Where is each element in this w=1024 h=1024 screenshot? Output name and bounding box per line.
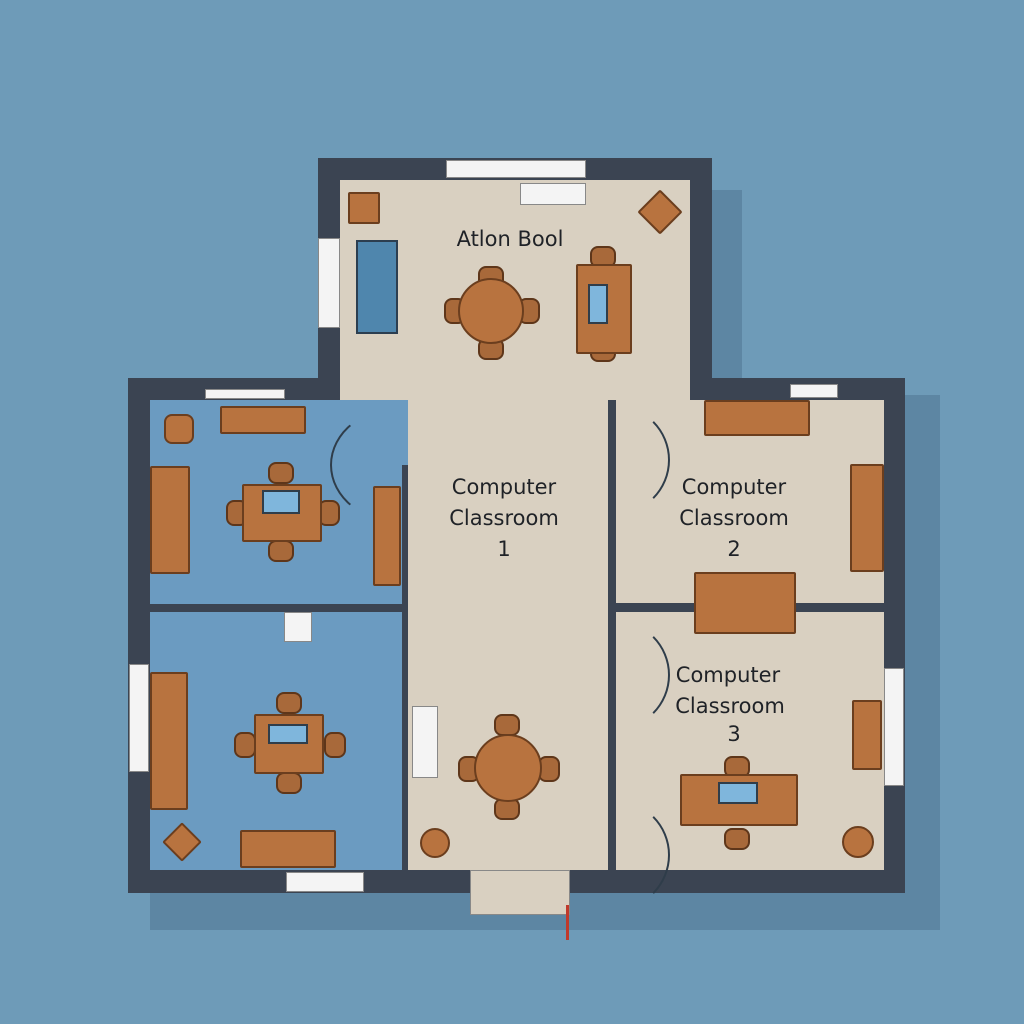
classroom-3-label-line2: Classroom <box>675 694 785 718</box>
classroom-3-label-line3: 3 <box>727 722 741 746</box>
stool <box>842 826 874 858</box>
shelf <box>412 706 438 778</box>
classroom-3-label-line1: Computer <box>675 663 781 687</box>
computer-desk <box>254 714 324 774</box>
shelf <box>704 400 810 436</box>
monitor-icon <box>268 724 308 744</box>
building-shadow <box>905 395 940 930</box>
chair <box>324 732 346 758</box>
classroom-1-label-line1: Computer <box>451 475 557 499</box>
chair <box>494 714 520 736</box>
window <box>790 384 838 398</box>
cabinet <box>164 414 194 444</box>
window <box>884 668 904 786</box>
classroom-1-label-line2: Classroom <box>449 506 559 530</box>
window <box>286 872 364 892</box>
window <box>446 160 586 178</box>
monitor-icon <box>588 284 608 324</box>
classroom-1-label-line3: 1 <box>497 537 511 561</box>
window <box>129 664 149 772</box>
stool <box>420 828 450 858</box>
left-upper-patch <box>340 400 408 465</box>
cabinet <box>348 192 380 224</box>
entrance[interactable] <box>470 870 570 915</box>
bench <box>240 830 336 868</box>
sofa <box>356 240 398 334</box>
chair <box>276 692 302 714</box>
window <box>318 238 340 328</box>
window <box>205 389 285 399</box>
side-cabinet <box>150 466 190 574</box>
door-swing[interactable] <box>560 800 670 910</box>
building-shadow <box>712 190 742 390</box>
side-cabinet <box>373 486 401 586</box>
classroom-3-floor <box>616 612 884 870</box>
shelf <box>284 612 312 642</box>
classroom-2-label-line1: Computer <box>681 475 787 499</box>
side-cabinet <box>150 672 188 810</box>
chair <box>276 772 302 794</box>
classroom-2-label-line2: Classroom <box>679 506 789 530</box>
classroom-2-label-line3: 2 <box>727 537 741 561</box>
side-cabinet <box>850 464 884 572</box>
chair <box>234 732 256 758</box>
shelf <box>220 406 306 434</box>
chair <box>268 462 294 484</box>
top-room-label: Atlon Bool <box>456 227 564 251</box>
chair <box>268 540 294 562</box>
round-table <box>474 734 542 802</box>
monitor-icon <box>718 782 758 804</box>
monitor-icon <box>262 490 300 514</box>
round-table <box>458 278 524 344</box>
chair <box>724 828 750 850</box>
bench <box>694 572 796 634</box>
entrance-marker <box>566 905 569 940</box>
side-cabinet <box>852 700 882 770</box>
shelf <box>520 183 586 205</box>
